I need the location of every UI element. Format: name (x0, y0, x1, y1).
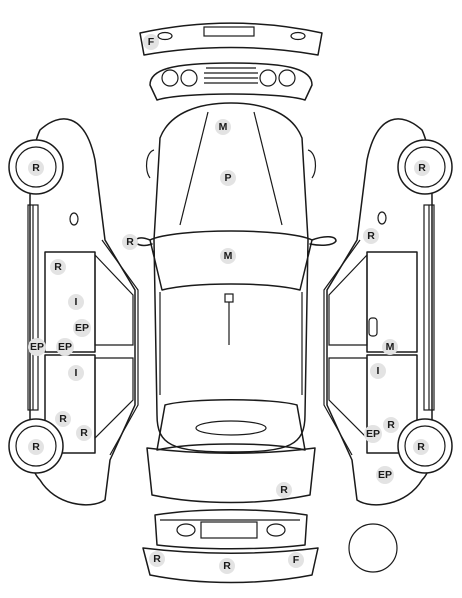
damage-mark-left-fender-r[interactable]: R (50, 259, 66, 275)
damage-mark-label: R (387, 419, 395, 431)
front-grille[interactable] (149, 62, 313, 101)
damage-mark-left-front-door-ep[interactable]: EP (73, 319, 91, 337)
damage-mark-label: M (219, 121, 228, 133)
damage-mark-left-front-wheel-r[interactable]: R (28, 160, 44, 176)
damage-mark-label: R (223, 560, 231, 572)
damage-mark-right-door-i[interactable]: I (370, 363, 386, 379)
damage-mark-hood-p[interactable]: P (220, 170, 236, 186)
damage-mark-label: R (280, 484, 288, 496)
damage-mark-label: R (153, 553, 161, 565)
spare-tire[interactable] (348, 523, 398, 573)
damage-mark-right-front-wheel-r[interactable]: R (414, 160, 430, 176)
damage-mark-label: F (293, 554, 300, 566)
damage-mark-rear-bumper-left-r[interactable]: R (149, 551, 165, 567)
damage-mark-front-bumper-f[interactable]: F (143, 34, 159, 50)
damage-mark-label: I (75, 367, 78, 379)
damage-mark-label: EP (30, 341, 44, 353)
damage-mark-label: P (224, 172, 231, 184)
damage-mark-right-rear-wheel-r[interactable]: R (413, 439, 429, 455)
rear-bumper[interactable] (142, 547, 319, 584)
damage-mark-label: R (80, 427, 88, 439)
trunk-lid[interactable] (146, 447, 316, 504)
damage-mark-label: R (418, 162, 426, 174)
damage-mark-left-rear-arch-r[interactable]: R (76, 425, 92, 441)
damage-mark-windshield-m[interactable]: M (220, 248, 236, 264)
front-bumper[interactable] (139, 22, 323, 56)
damage-mark-rear-bumper-right-f[interactable]: F (288, 552, 304, 568)
damage-mark-left-mirror-r[interactable]: R (122, 234, 138, 250)
damage-mark-label: R (54, 261, 62, 273)
damage-mark-hood-m[interactable]: M (215, 119, 231, 135)
damage-mark-label: EP (75, 322, 89, 334)
damage-mark-right-door-m[interactable]: M (382, 339, 398, 355)
damage-mark-label: R (126, 236, 134, 248)
damage-mark-left-rear-door-i[interactable]: I (68, 365, 84, 381)
car-body-top[interactable] (135, 102, 337, 453)
damage-mark-label: I (75, 296, 78, 308)
damage-mark-right-mirror-r[interactable]: R (363, 228, 379, 244)
damage-mark-left-sill-ep-outer[interactable]: EP (28, 338, 46, 356)
damage-mark-left-rear-wheel-r[interactable]: R (28, 439, 44, 455)
damage-mark-label: M (386, 341, 395, 353)
damage-mark-left-front-door-i[interactable]: I (68, 294, 84, 310)
damage-mark-label: I (377, 365, 380, 377)
damage-mark-label: R (32, 162, 40, 174)
damage-mark-left-quarter-r[interactable]: R (55, 411, 71, 427)
damage-mark-left-sill-ep-inner[interactable]: EP (56, 338, 74, 356)
damage-mark-right-rear-r[interactable]: R (383, 417, 399, 433)
rear-fascia[interactable] (154, 509, 308, 550)
damage-mark-label: R (32, 441, 40, 453)
damage-mark-label: R (59, 413, 67, 425)
damage-mark-rear-bumper-center-r[interactable]: R (219, 558, 235, 574)
damage-mark-label: R (367, 230, 375, 242)
damage-mark-label: R (417, 441, 425, 453)
damage-mark-right-quarter-ep[interactable]: EP (376, 466, 394, 484)
damage-mark-label: EP (378, 469, 392, 481)
damage-mark-right-rear-ep[interactable]: EP (364, 425, 382, 443)
right-side-view[interactable] (323, 118, 453, 506)
damage-mark-label: EP (366, 428, 380, 440)
damage-mark-label: EP (58, 341, 72, 353)
damage-mark-trunk-r[interactable]: R (276, 482, 292, 498)
damage-mark-label: M (224, 250, 233, 262)
damage-mark-label: F (148, 36, 155, 48)
